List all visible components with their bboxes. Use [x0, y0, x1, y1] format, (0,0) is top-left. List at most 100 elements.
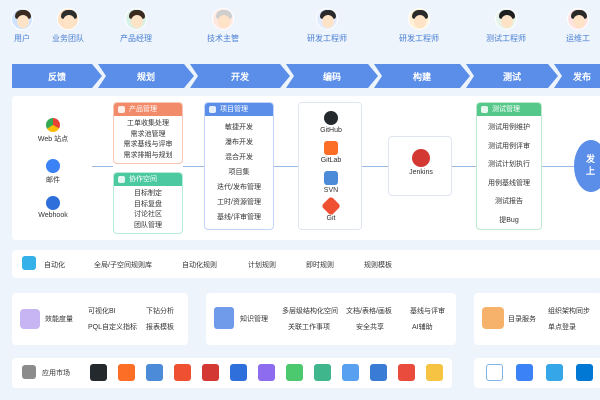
collaboration-space-card: 协作空间 目标制定 目标复盘 讨论社区 团队管理 [113, 172, 183, 234]
lightbulb-app-icon[interactable] [426, 364, 443, 381]
directory-label: 目录服务 [508, 316, 536, 323]
globe-icon [46, 196, 60, 210]
channel-label: Web 站点 [37, 136, 69, 143]
cloud-app-icon[interactable] [342, 364, 359, 381]
check-app-icon[interactable] [286, 364, 303, 381]
role-label: 用户 [14, 34, 30, 43]
tool-label: GitHub [320, 127, 342, 134]
product-management-card: 产品管理 工单收集处理 需求池管理 需求基线与评审 需求排期与规划 [113, 102, 183, 164]
connector [362, 166, 388, 167]
jenkins-icon [412, 149, 430, 167]
stage-development: 开发 [190, 64, 290, 88]
vscode-app-icon[interactable] [230, 364, 247, 381]
card-title: 项目管理 [220, 106, 248, 113]
stage-build: 构建 [374, 64, 470, 88]
tools-icon [482, 307, 504, 329]
bird-icon[interactable] [546, 364, 563, 381]
automation-icon [22, 256, 36, 270]
list-item: 用例基线管理 [488, 179, 530, 187]
automation-bar [12, 250, 600, 278]
gitlab-tool: GitLab [301, 141, 361, 164]
list-item: 测试计划执行 [488, 161, 530, 168]
sync-app-icon[interactable] [146, 364, 163, 381]
g-app-icon[interactable] [398, 364, 415, 381]
diamond-app-icon[interactable] [370, 364, 387, 381]
connector [542, 166, 574, 167]
mail-icon [46, 159, 60, 173]
stage-label: 测试 [502, 71, 521, 82]
product-management-list: 工单收集处理 需求池管理 需求基线与评审 需求排期与规划 [114, 116, 182, 161]
role-test-engineer: 测试工程师 [486, 8, 526, 44]
tool-label: GitLab [320, 157, 342, 164]
list-item: 基线/评审管理 [217, 214, 261, 221]
channel-label: Webhook [38, 212, 68, 219]
role-product-manager: 产品经理 [120, 8, 152, 44]
tech-lead-avatar [212, 8, 234, 30]
stage-label: 编码 [322, 71, 341, 82]
web-site-channel: Web 站点 [23, 118, 83, 144]
list-item: 目标制定 [134, 190, 162, 197]
knowledge-panel [206, 293, 456, 345]
github-icon [324, 111, 338, 125]
card-title: 测试管理 [492, 106, 520, 113]
svn-icon [324, 171, 338, 185]
chrome-icon [46, 118, 60, 132]
efficiency-label: 效能度量 [45, 316, 73, 323]
gitlab-app-icon[interactable] [118, 364, 135, 381]
dev-engineer-avatar [408, 8, 430, 30]
card-title: 产品管理 [129, 106, 157, 113]
role-label: 运维工 [566, 34, 590, 43]
role-business-team: 业务团队 [52, 8, 84, 44]
role-dev-engineer-1: 研发工程师 [307, 8, 347, 44]
project-management-list: 敏捷开发 瀑布开发 混合开发 项目集 迭代/发布管理 工时/资源管理 基线/评审… [205, 116, 273, 225]
stage-label: 开发 [230, 71, 249, 82]
stage-label: 规划 [136, 71, 155, 82]
feature-item: 报表模板 [146, 324, 174, 331]
automation-label: 自动化 [44, 262, 65, 269]
user-avatar [11, 8, 33, 30]
role-ops-engineer: 运维工 [566, 8, 590, 44]
list-item: 敏捷开发 [225, 124, 253, 131]
notes-app-icon[interactable] [314, 364, 331, 381]
role-dev-engineer-2: 研发工程师 [399, 8, 439, 44]
dev-engineer-avatar [316, 8, 338, 30]
build-tool-card: Jenkins [388, 136, 452, 196]
collaboration-space-list: 目标制定 目标复盘 讨论社区 团队管理 [114, 186, 182, 231]
list-item: 迭代/发布管理 [217, 184, 261, 191]
list-item: 项目集 [228, 169, 250, 176]
feature-item: 下钻分析 [146, 308, 174, 315]
git-icon [321, 196, 341, 216]
book-icon [214, 307, 234, 329]
list-item: 需求基线与评审 [123, 141, 173, 148]
list-item: 讨论社区 [134, 211, 162, 218]
email-channel: 邮件 [23, 159, 83, 185]
channel-label: 邮件 [46, 177, 60, 184]
connector [274, 166, 298, 167]
feishu-icon[interactable] [516, 364, 533, 381]
git-tool: Git [301, 196, 361, 222]
svn-tool: SVN [301, 171, 361, 194]
role-label: 技术主管 [207, 34, 239, 43]
stage-test: 测试 [466, 64, 558, 88]
chat-bubble-icon[interactable] [486, 364, 503, 381]
list-item: 需求池管理 [130, 130, 166, 138]
product-manager-avatar [125, 8, 147, 30]
role-label: 测试工程师 [486, 34, 526, 43]
git-app-icon[interactable] [174, 364, 191, 381]
inbox-app-icon[interactable] [258, 364, 275, 381]
project-management-card: 项目管理 敏捷开发 瀑布开发 混合开发 项目集 迭代/发布管理 工时/资源管理 … [204, 102, 274, 230]
jenkins-app-icon[interactable] [202, 364, 219, 381]
test-management-card: 测试管理 测试用例维护 测试用例评审 测试计划执行 用例基线管理 测试报告 提B… [476, 102, 542, 230]
list-item: 混合开发 [225, 154, 253, 161]
product-icon [118, 106, 125, 113]
efficiency-panel [12, 293, 188, 345]
feature-item: PQL自定义指标 [88, 324, 138, 331]
stage-label: 构建 [412, 71, 431, 82]
list-item: 测试用例评审 [488, 142, 530, 150]
tool-label: Jenkins [409, 169, 433, 176]
project-management-header: 项目管理 [205, 103, 273, 116]
windows-icon[interactable] [576, 364, 593, 381]
feedback-channels: Web 站点 邮件 Webhook [14, 102, 92, 232]
product-management-header: 产品管理 [114, 103, 182, 116]
github-app-icon[interactable] [90, 364, 107, 381]
